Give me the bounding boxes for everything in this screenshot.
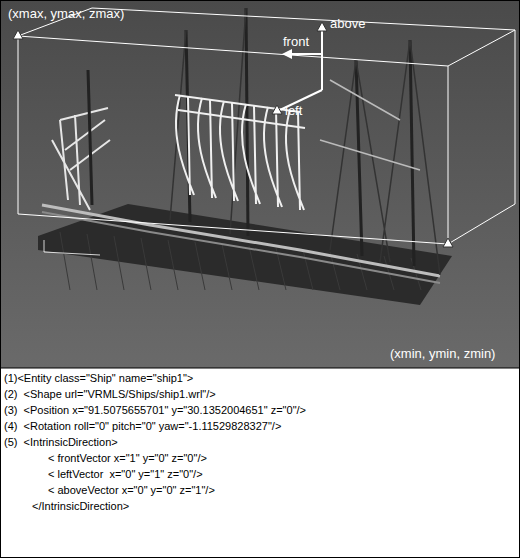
xml-line: (2) <Shape url="VRMLS/Ships/ship1.wrl"/> [4, 388, 216, 401]
above-axis [321, 30, 323, 90]
render-background [0, 0, 520, 368]
deck-stroke [195, 242, 205, 290]
ship-hull [42, 205, 440, 276]
bounding-box [18, 8, 515, 255]
axis-label: front [283, 34, 309, 50]
deck-stroke [168, 240, 178, 290]
bbox-front [18, 36, 448, 244]
mast [88, 70, 92, 205]
xml-line: (4) <Rotation roll="0" pitch="0" yaw="-1… [4, 420, 281, 433]
masts [88, 8, 414, 266]
marker [13, 30, 23, 39]
ship-ribs [176, 95, 304, 210]
xml-line: < frontVector x="1" y="0" z="0"/> [48, 452, 207, 465]
deck-stroke [60, 232, 70, 290]
deck-stroke [249, 246, 259, 290]
axis-label: above [330, 16, 365, 32]
mast [246, 8, 248, 236]
xml-line: < leftVector x="0" y="1" z="0"/> [48, 468, 203, 481]
front-arrowhead [282, 49, 292, 59]
rigging [170, 8, 440, 275]
corner-label: (xmax, ymax, zmax) [8, 6, 124, 22]
marker [443, 238, 453, 247]
rigging-lines [170, 8, 440, 275]
corner-label: (xmin, ymin, zmin) [390, 346, 495, 362]
deck-stroke [303, 250, 313, 290]
xml-line: (1)<Entity class="Ship" name="ship1"> [4, 372, 193, 385]
front-axis [290, 53, 322, 55]
bbox-side [448, 30, 515, 244]
ship-hull-lower [42, 212, 440, 283]
xml-line: </IntrinsicDirection> [32, 500, 129, 513]
frame-divider [0, 368, 520, 369]
mast [410, 40, 414, 266]
marker [272, 105, 282, 114]
deck-stroke [87, 234, 97, 290]
xml-line: < aboveVector x="0" y="0" z="1"/> [48, 484, 215, 497]
ship-deck [38, 204, 452, 305]
axis-label: left [285, 103, 302, 119]
deck-stroke [114, 236, 124, 290]
marker [317, 22, 327, 31]
yards [320, 80, 420, 170]
bbox-corner [44, 240, 100, 255]
xml-line: (3) <Position x="91.5075655701" y="30.13… [4, 404, 306, 417]
bow-rigging [52, 108, 110, 210]
markers [13, 22, 453, 247]
xml-line: (5) <IntrinsicDirection> [4, 436, 118, 449]
rib-stringers [175, 95, 305, 128]
intrinsic-axes [280, 30, 322, 110]
deck-stroke [141, 238, 151, 290]
deck-stroke [222, 244, 232, 290]
